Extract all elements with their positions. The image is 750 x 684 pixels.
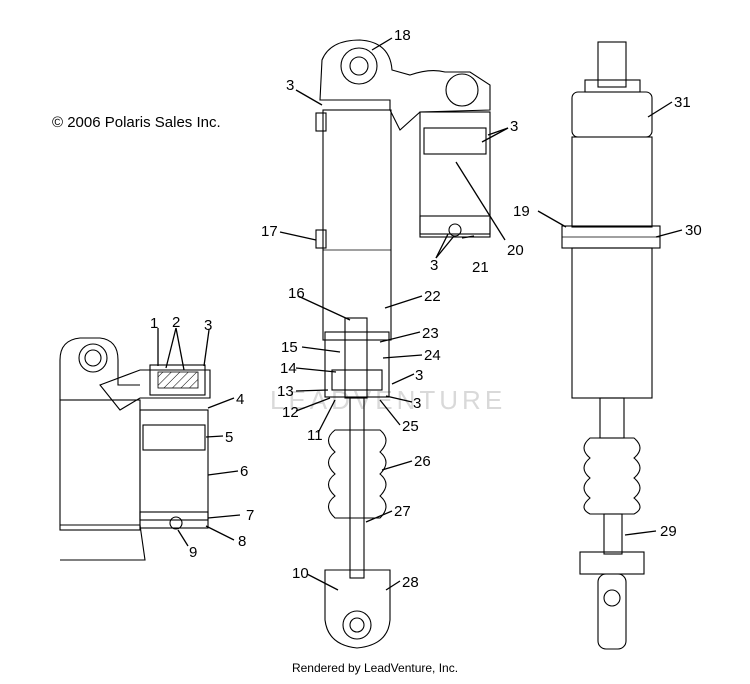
callout-9: 9: [189, 544, 197, 561]
callout-17: 17: [261, 223, 278, 240]
footer-credit: Rendered by LeadVenture, Inc.: [291, 661, 459, 675]
copyright-notice: © 2006 Polaris Sales Inc.: [52, 114, 221, 131]
left-shock-assembly: [59, 337, 211, 561]
callout-3-top: 3: [286, 77, 294, 94]
callout-3-left: 3: [204, 317, 212, 334]
callout-12: 12: [282, 404, 299, 421]
callout-15: 15: [281, 339, 298, 356]
callout-31: 31: [674, 94, 691, 111]
callout-20: 20: [507, 242, 524, 259]
callout-13: 13: [277, 383, 294, 400]
callout-3-reservoir-bottom: 3: [430, 257, 438, 274]
callout-11: 11: [307, 427, 323, 444]
callout-23: 23: [422, 325, 439, 342]
callout-25: 25: [402, 418, 419, 435]
callout-3-reservoir-top: 3: [510, 118, 518, 135]
callout-4: 4: [236, 391, 244, 408]
center-shock-assembly: [315, 39, 491, 649]
callout-1: 1: [150, 315, 158, 332]
callout-2: 2: [172, 314, 180, 331]
callout-3-piston-upper: 3: [415, 367, 423, 384]
callout-7: 7: [246, 507, 254, 524]
callout-10: 10: [292, 565, 309, 582]
callout-16: 16: [288, 285, 305, 302]
callout-21: 21: [472, 259, 489, 276]
callout-28: 28: [402, 574, 419, 591]
callout-14: 14: [280, 360, 297, 377]
right-shock-assembly: [561, 41, 661, 650]
callout-18: 18: [394, 27, 411, 44]
callout-24: 24: [424, 347, 441, 364]
callout-6: 6: [240, 463, 248, 480]
callout-3-piston-lower: 3: [413, 395, 421, 412]
callout-19: 19: [513, 203, 530, 220]
callout-5: 5: [225, 429, 233, 446]
callout-8: 8: [238, 533, 246, 550]
callout-numbers: 1 2 3 3 3 3 3 3 4 5 6 7 8 9 10 11 12 13 …: [150, 27, 702, 591]
callout-29: 29: [660, 523, 677, 540]
callout-27: 27: [394, 503, 411, 520]
callout-22: 22: [424, 288, 441, 305]
callout-26: 26: [414, 453, 431, 470]
leader-lines: [157, 37, 683, 591]
callout-30: 30: [685, 222, 702, 239]
